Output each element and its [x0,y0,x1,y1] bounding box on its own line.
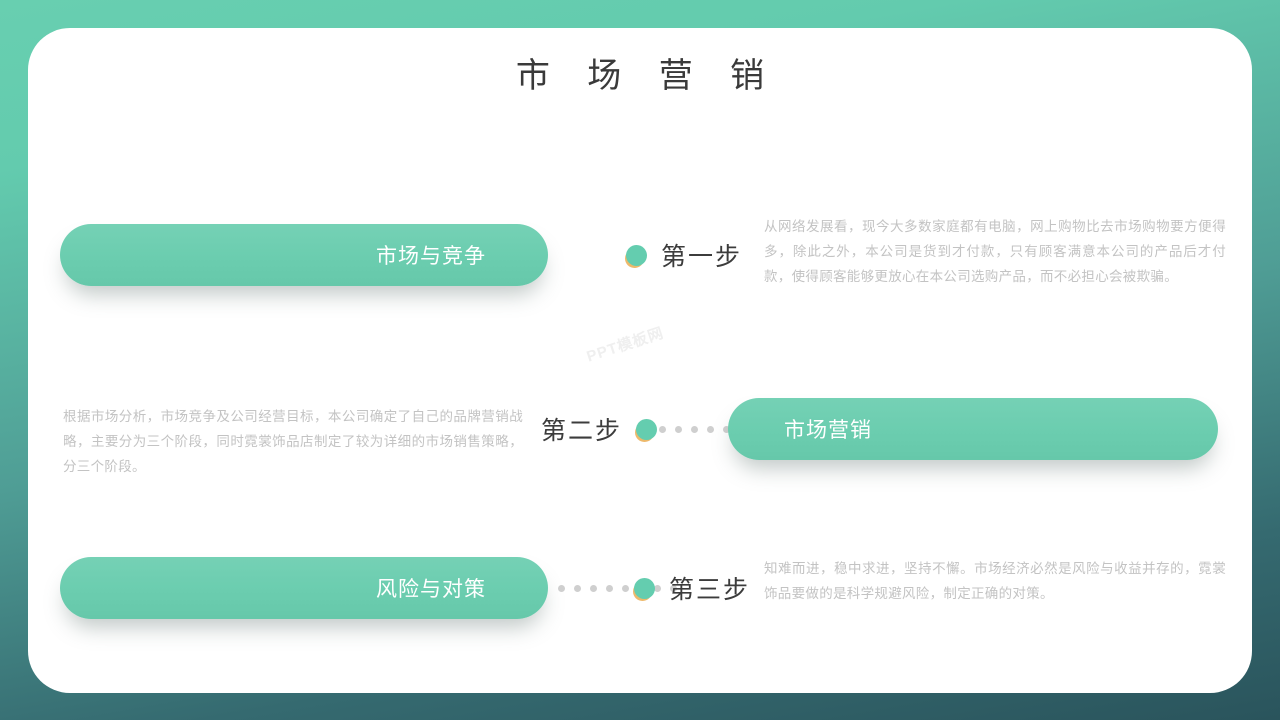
connector-dot [574,585,581,592]
step-label: 第二步 [541,417,623,445]
page-title: 市 场 营 销 [515,57,779,95]
pill-marketing[interactable]: 市场营销 [728,398,1218,460]
connector-dot [558,585,565,592]
connector-dot [691,426,698,433]
step-label: 第三步 [669,576,751,604]
step-dot-icon [634,577,655,599]
pill-market-competition[interactable]: 市场与竞争 [60,224,548,286]
step-marker-2[interactable]: 第二步 [541,408,658,450]
step-dot-icon [636,418,658,440]
connector-dot [654,585,661,592]
connector-dot [590,585,597,592]
pill-label: 风险与对策 [376,578,486,601]
connector-dot [606,585,613,592]
pill-label: 市场与竞争 [376,245,486,268]
connector-dot [670,585,677,592]
pill-risk-countermeasures[interactable]: 风险与对策 [60,557,548,619]
paragraph-step-3: 知难而进，稳中求进，坚持不懈。市场经济必然是风险与收益并存的，霓裳饰品要做的是科… [764,561,1226,601]
connector-dot [723,426,730,433]
step-dot-icon [626,244,647,266]
paragraph-step-2: 根据市场分析，市场竞争及公司经营目标，本公司确定了自己的品牌营销战略，主要分为三… [63,409,523,474]
step-marker-3[interactable]: 第三步 [634,567,750,609]
step-marker-1[interactable]: 第一步 [626,234,742,276]
paragraph-step-1: 从网络发展看，现今大多数家庭都有电脑，网上购物比去市场购物要方便得多，除此之外，… [764,219,1226,284]
connector-dot [622,585,629,592]
connector-dot [675,426,682,433]
connector-dot [707,426,714,433]
pill-label: 市场营销 [784,419,872,442]
step-label: 第一步 [661,243,743,271]
connector-dot [659,426,666,433]
